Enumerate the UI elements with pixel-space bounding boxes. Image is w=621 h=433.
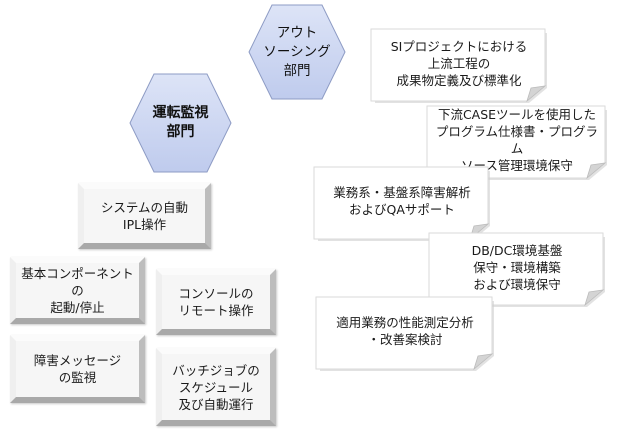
- note-case-tool-maintenance: 下流CASEツールを使用した プログラム仕様書・プログラム ソース管理環境保守: [426, 105, 608, 181]
- note-line: DB/DC環境基盤: [471, 242, 563, 258]
- note-text: DB/DC環境基盤 保守・環境構築 および環境保守: [428, 232, 606, 308]
- note-line: 適用業務の性能測定分析: [336, 315, 474, 330]
- note-line: 成果物定義及び標準化: [396, 72, 522, 88]
- task-line: システムの自動: [100, 200, 189, 215]
- note-line: および環境保守: [473, 276, 561, 292]
- note-line: ソース管理環境保守: [461, 158, 573, 173]
- note-line: およびQAサポート: [349, 202, 455, 217]
- task-box-component-start-stop: 基本コンポーネントの 起動/停止: [10, 257, 145, 324]
- note-line: 業務系・基盤系障害解析: [333, 185, 471, 200]
- task-box-error-message-monitoring: 障害メッセージ の監視: [10, 335, 145, 403]
- note-si-upstream-standardization: SIプロジェクトにおける 上流工程の 成果物定義及び標準化: [370, 28, 548, 104]
- note-text: 適用業務の性能測定分析 ・改善案検討: [315, 296, 495, 372]
- hexagon-operations-department: 運転監視 部門: [128, 72, 233, 174]
- task-line: 障害メッセージ: [33, 353, 122, 368]
- note-line: 上流工程の: [427, 55, 491, 71]
- task-line: リモート操作: [178, 303, 254, 318]
- task-line: コンソールの: [178, 286, 254, 301]
- note-text: 下流CASEツールを使用した プログラム仕様書・プログラム ソース管理環境保守: [426, 105, 608, 181]
- note-line: 保守・環境構築: [473, 259, 561, 275]
- note-performance-analysis: 適用業務の性能測定分析 ・改善案検討: [315, 296, 495, 372]
- task-box-remote-console: コンソールの リモート操作: [156, 269, 276, 335]
- hexagon-shape: [129, 73, 232, 173]
- hexagon-label-line: ソーシング: [263, 43, 331, 60]
- hexagon-label-line: 部門: [166, 124, 195, 140]
- note-text: SIプロジェクトにおける 上流工程の 成果物定義及び標準化: [370, 28, 548, 104]
- task-line: 起動/停止: [50, 300, 105, 315]
- hexagon-outsourcing-department: アウト ソーシング 部門: [247, 3, 347, 101]
- hexagon-label-line: 部門: [283, 62, 311, 79]
- note-failure-analysis-qa: 業務系・基盤系障害解析 およびQAサポート: [313, 166, 491, 242]
- note-shape: [313, 166, 490, 241]
- note-shape: [426, 105, 607, 180]
- task-line: IPL操作: [122, 217, 167, 232]
- task-line: バッチジョブの: [172, 362, 260, 378]
- task-box-auto-ipl: システムの自動 IPL操作: [78, 183, 211, 249]
- note-line: ・改善案検討: [367, 332, 443, 347]
- task-line: 基本コンポーネントの: [21, 266, 134, 298]
- note-shape: [370, 28, 547, 103]
- hexagon-shape: [248, 4, 346, 100]
- task-line: の監視: [58, 370, 97, 385]
- note-shape: [315, 296, 494, 371]
- note-line: プログラム仕様書・プログラム: [435, 124, 599, 156]
- task-box-batch-job-scheduling: バッチジョブの スケジュール 及び自動運行: [156, 348, 276, 426]
- hexagon-label-line: 運転監視: [152, 105, 209, 121]
- task-line: 及び自動運行: [178, 396, 254, 412]
- note-line: 下流CASEツールを使用した: [437, 107, 597, 122]
- note-line: SIプロジェクトにおける: [390, 38, 528, 54]
- note-text: 業務系・基盤系障害解析 およびQAサポート: [313, 166, 491, 242]
- hexagon-label: 運転監視 部門: [128, 72, 233, 174]
- note-shape: [428, 232, 605, 307]
- hexagon-label: アウト ソーシング 部門: [247, 3, 347, 101]
- task-line: スケジュール: [178, 379, 254, 395]
- note-db-dc-environment: DB/DC環境基盤 保守・環境構築 および環境保守: [428, 232, 606, 308]
- hexagon-label-line: アウト: [276, 24, 318, 41]
